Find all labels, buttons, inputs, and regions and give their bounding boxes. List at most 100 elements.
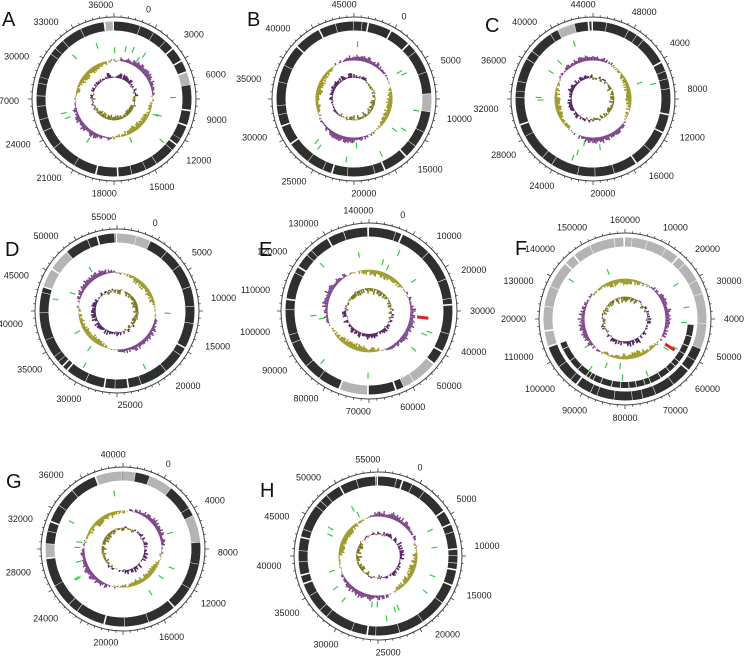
gc-skew-bar xyxy=(597,137,600,142)
gc-skew-bar xyxy=(352,525,357,530)
marker-tick xyxy=(75,560,82,563)
gc-skew-bar xyxy=(599,136,602,143)
gc-skew-bar xyxy=(609,281,613,288)
gc-content-bar xyxy=(601,78,604,81)
scale-tick xyxy=(542,348,545,350)
gc-content-bar xyxy=(387,305,392,308)
gc-skew-bar xyxy=(339,547,346,550)
scale-tick xyxy=(645,161,648,164)
gc-content-bar xyxy=(122,75,127,81)
gc-skew-bar xyxy=(604,351,607,355)
scale-tick xyxy=(37,281,41,284)
gene-segment xyxy=(660,88,671,114)
gene-segment xyxy=(173,344,185,356)
tick-label: 24000 xyxy=(33,613,58,623)
gc-content-bar xyxy=(370,108,373,111)
gene-segment xyxy=(166,49,181,65)
gene-segment xyxy=(165,139,177,150)
marker-tick xyxy=(385,615,388,622)
gc-skew-bar xyxy=(126,130,130,135)
gc-content-bar xyxy=(332,88,335,92)
gc-skew-bar xyxy=(80,79,87,84)
gc-skew-bar xyxy=(334,133,338,139)
scale-tick xyxy=(100,628,103,631)
gc-skew-bar xyxy=(140,117,146,123)
gc-skew-bar xyxy=(335,280,339,284)
gc-skew-bar xyxy=(362,56,366,62)
gc-skew-bar xyxy=(88,278,92,283)
gc-content-bar xyxy=(397,544,402,548)
gc-content-bar xyxy=(103,329,108,334)
gc-content-bar xyxy=(396,541,403,546)
gc-skew-bar xyxy=(612,131,616,136)
gc-skew-bar xyxy=(130,128,134,133)
gc-content-bar xyxy=(645,327,648,330)
gc-content-bar xyxy=(356,551,362,555)
gc-skew-bar xyxy=(648,285,650,287)
gc-skew-bar xyxy=(148,104,153,107)
gc-content-bar xyxy=(343,319,349,324)
gc-content-bar xyxy=(366,571,370,576)
gc-skew-bar xyxy=(409,564,417,568)
gc-skew-bar xyxy=(315,104,321,107)
gc-skew-bar xyxy=(82,75,88,81)
gc-content-bar xyxy=(107,115,111,120)
scale-tick xyxy=(341,631,343,635)
gc-skew-bar xyxy=(351,586,355,590)
gc-skew-bar xyxy=(120,57,123,62)
gc-skew-bar xyxy=(360,592,364,599)
gc-skew-bar xyxy=(75,115,80,119)
gc-skew-bar xyxy=(154,563,158,567)
gc-content-bar xyxy=(107,564,110,567)
scale-tick xyxy=(699,273,704,277)
scale-tick xyxy=(87,472,89,475)
gc-skew-bar xyxy=(378,271,382,276)
gc-skew-bar xyxy=(127,59,131,64)
gc-content-bar xyxy=(97,322,101,326)
gc-content-bar xyxy=(368,85,372,89)
gene-segment xyxy=(614,237,624,248)
gc-skew-bar xyxy=(364,593,367,598)
scale-tick xyxy=(546,361,551,365)
gc-content-bar xyxy=(355,330,359,335)
gene-segment xyxy=(168,583,190,607)
gene-segment xyxy=(422,252,446,283)
gc-skew-bar xyxy=(320,77,327,83)
gc-content-bar xyxy=(134,565,139,571)
gc-skew-bar xyxy=(98,134,101,137)
gc-skew-bar xyxy=(632,353,636,359)
gc-skew-bar xyxy=(95,520,102,527)
gc-content-bar xyxy=(133,321,136,324)
gc-skew-bar xyxy=(351,526,354,529)
gene-segment xyxy=(442,298,453,305)
gc-skew-bar xyxy=(358,56,361,61)
gc-content-bar xyxy=(398,563,401,566)
gc-skew-bar xyxy=(104,344,107,348)
gc-content-bar xyxy=(93,107,96,111)
scale-tick xyxy=(58,494,61,497)
gc-content-bar xyxy=(143,554,147,558)
gc-skew-bar xyxy=(85,127,89,131)
gc-content-bar xyxy=(91,304,97,308)
gc-skew-bar xyxy=(87,69,92,74)
gene-segment xyxy=(159,41,173,54)
gc-skew-bar xyxy=(103,270,106,275)
gc-skew-bar xyxy=(331,132,336,138)
marker-tick xyxy=(400,127,407,132)
scale-tick xyxy=(93,625,96,629)
gc-content-bar xyxy=(111,530,116,535)
gc-skew-bar xyxy=(348,584,353,589)
gc-content-bar xyxy=(356,559,361,562)
gc-skew-bar xyxy=(558,114,563,118)
gene-segment xyxy=(434,331,450,351)
gc-content-bar xyxy=(105,535,111,541)
marker-tick-red xyxy=(664,342,676,352)
scale-ring xyxy=(293,471,463,641)
gc-skew-bar xyxy=(92,576,97,581)
scale-tick xyxy=(399,637,401,640)
gc-skew-bar xyxy=(394,514,399,521)
tick-label: 25000 xyxy=(118,400,143,410)
gc-skew-bar xyxy=(626,90,631,93)
scale-tick xyxy=(179,363,182,366)
gc-skew-bar xyxy=(320,79,324,82)
